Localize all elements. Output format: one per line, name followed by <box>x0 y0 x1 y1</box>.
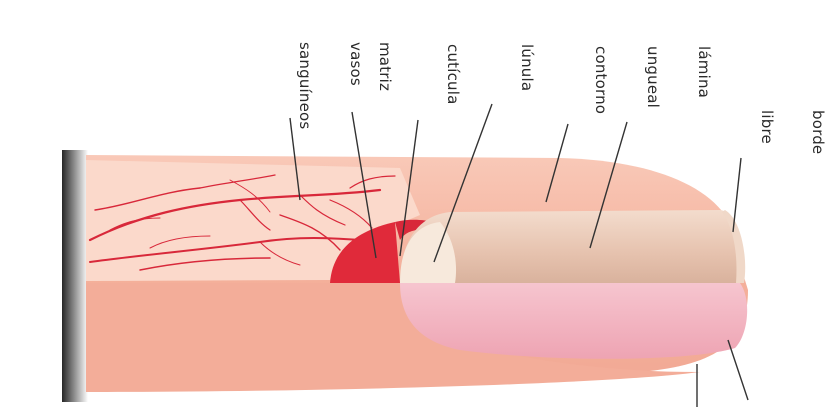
label-blood-vessels: vasos sanguíneos <box>296 42 365 130</box>
label-lunula: lúnula <box>518 44 536 92</box>
matrix <box>330 222 400 283</box>
label-nail-plate: lámina ungueal <box>644 46 713 109</box>
lunula <box>400 222 457 283</box>
label-cuticle: cutícula <box>444 44 462 105</box>
label-free-edge: borde libre <box>758 110 827 155</box>
nail-plate <box>400 210 745 283</box>
blood-vessels <box>88 174 396 271</box>
leader-lines <box>289 103 749 407</box>
finger-underside <box>86 283 700 392</box>
nail-bed <box>400 283 748 359</box>
free-edge <box>722 210 746 283</box>
label-contour: contorno <box>592 46 610 115</box>
tissue-window <box>86 160 420 281</box>
label-matrix: matriz <box>376 42 394 92</box>
finger-shadow <box>62 150 88 402</box>
